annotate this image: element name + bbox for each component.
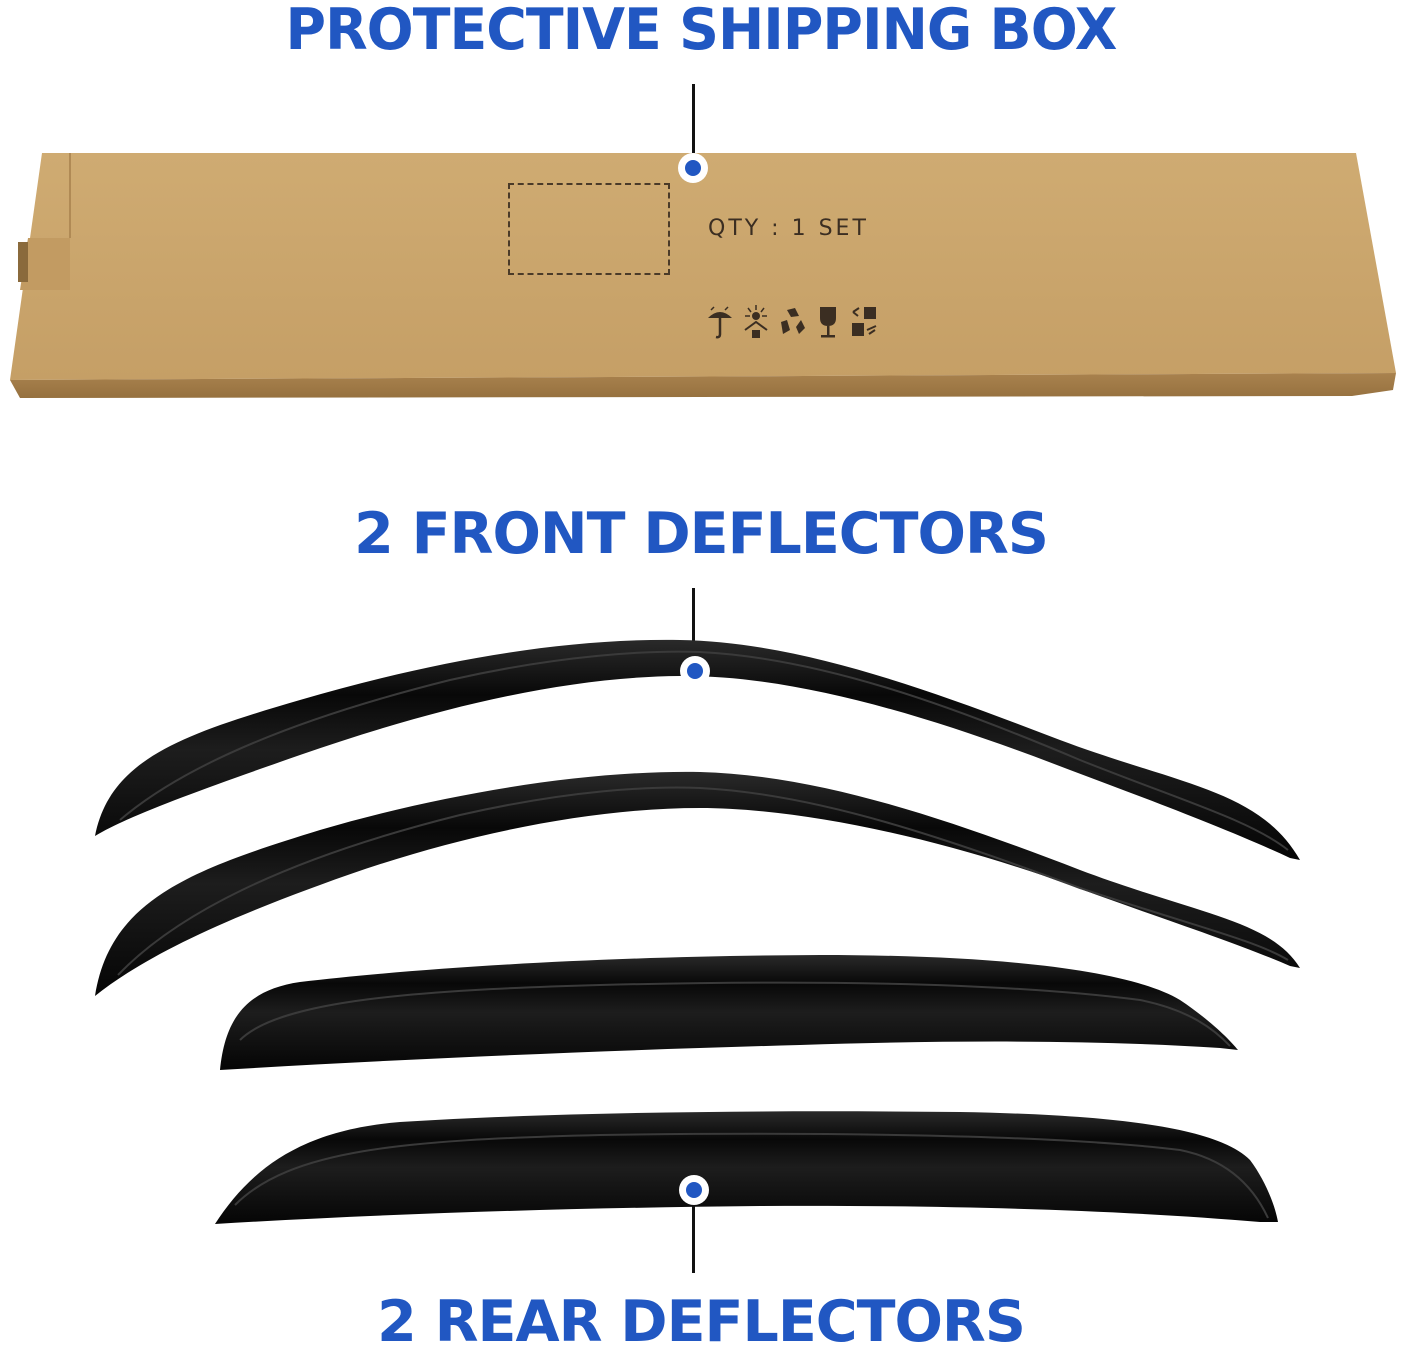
handling-symbols bbox=[705, 304, 879, 340]
rear-deflector-2 bbox=[215, 1111, 1278, 1224]
leader-line-box bbox=[692, 84, 695, 156]
front-deflector-2 bbox=[95, 771, 1300, 996]
leader-line-front bbox=[692, 588, 695, 658]
fragile-glass-icon bbox=[820, 307, 836, 338]
deflectors-image bbox=[95, 639, 1300, 1224]
leader-line-rear bbox=[692, 1205, 695, 1273]
recycle-icon bbox=[781, 308, 805, 334]
shipping-box-image bbox=[10, 153, 1396, 398]
headline-front-deflectors: 2 FRONT DEFLECTORS bbox=[354, 501, 1049, 567]
callout-marker-front bbox=[680, 656, 710, 686]
callout-marker-rear bbox=[679, 1175, 709, 1205]
headline-rear-deflectors: 2 REAR DEFLECTORS bbox=[377, 1289, 1026, 1355]
quantity-label: QTY : 1 SET bbox=[708, 216, 869, 241]
label-area bbox=[508, 183, 670, 275]
stacking-handling-icon bbox=[852, 307, 877, 336]
umbrella-keep-dry-icon bbox=[708, 306, 732, 339]
rear-deflector-1 bbox=[220, 955, 1238, 1070]
sun-keep-from-heat-icon bbox=[744, 305, 768, 338]
front-deflector-1 bbox=[95, 639, 1300, 860]
headline-shipping-box: PROTECTIVE SHIPPING BOX bbox=[285, 0, 1118, 63]
callout-marker-box bbox=[678, 153, 708, 183]
